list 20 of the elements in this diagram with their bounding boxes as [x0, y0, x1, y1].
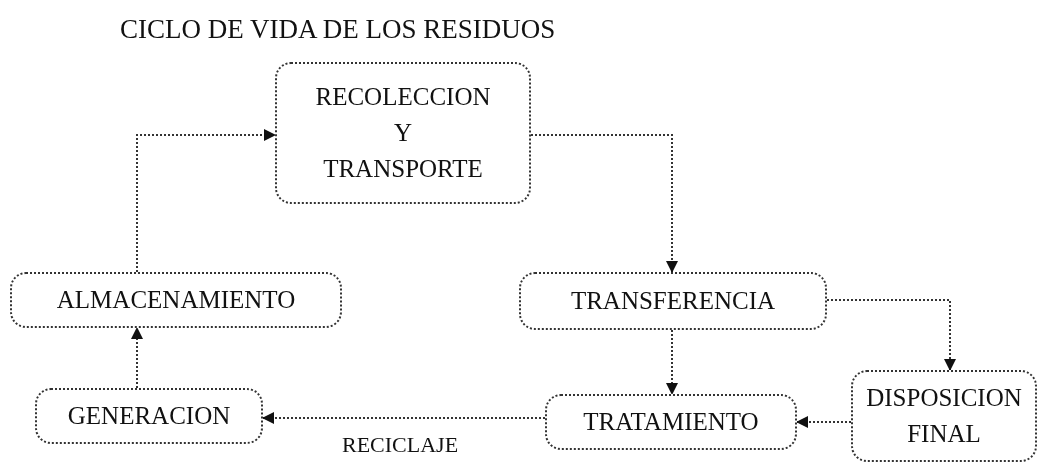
node-label: DISPOSICION FINAL — [865, 382, 1023, 449]
process-box — [545, 394, 797, 450]
process-box — [275, 62, 531, 204]
node-label: ALMACENAMIENTO — [56, 284, 296, 315]
process-box — [851, 370, 1037, 462]
process-box — [519, 272, 827, 330]
node-label: TRANSFERENCIA — [570, 285, 776, 316]
node-label: RECOLECCION Y TRANSPORTE — [314, 81, 492, 185]
node-label: GENERACION — [67, 400, 231, 431]
arrow — [826, 299, 956, 371]
diagram-title: CICLO DE VIDA DE LOS RESIDUOS — [120, 14, 556, 45]
process-box — [35, 388, 263, 444]
arrow — [530, 134, 678, 273]
arrow — [136, 129, 276, 273]
arrow — [796, 416, 852, 428]
node-label: TRATAMIENTO — [583, 406, 759, 437]
arrow — [666, 329, 678, 395]
process-box — [10, 272, 342, 328]
arrow — [131, 327, 143, 389]
arrow — [262, 412, 546, 424]
